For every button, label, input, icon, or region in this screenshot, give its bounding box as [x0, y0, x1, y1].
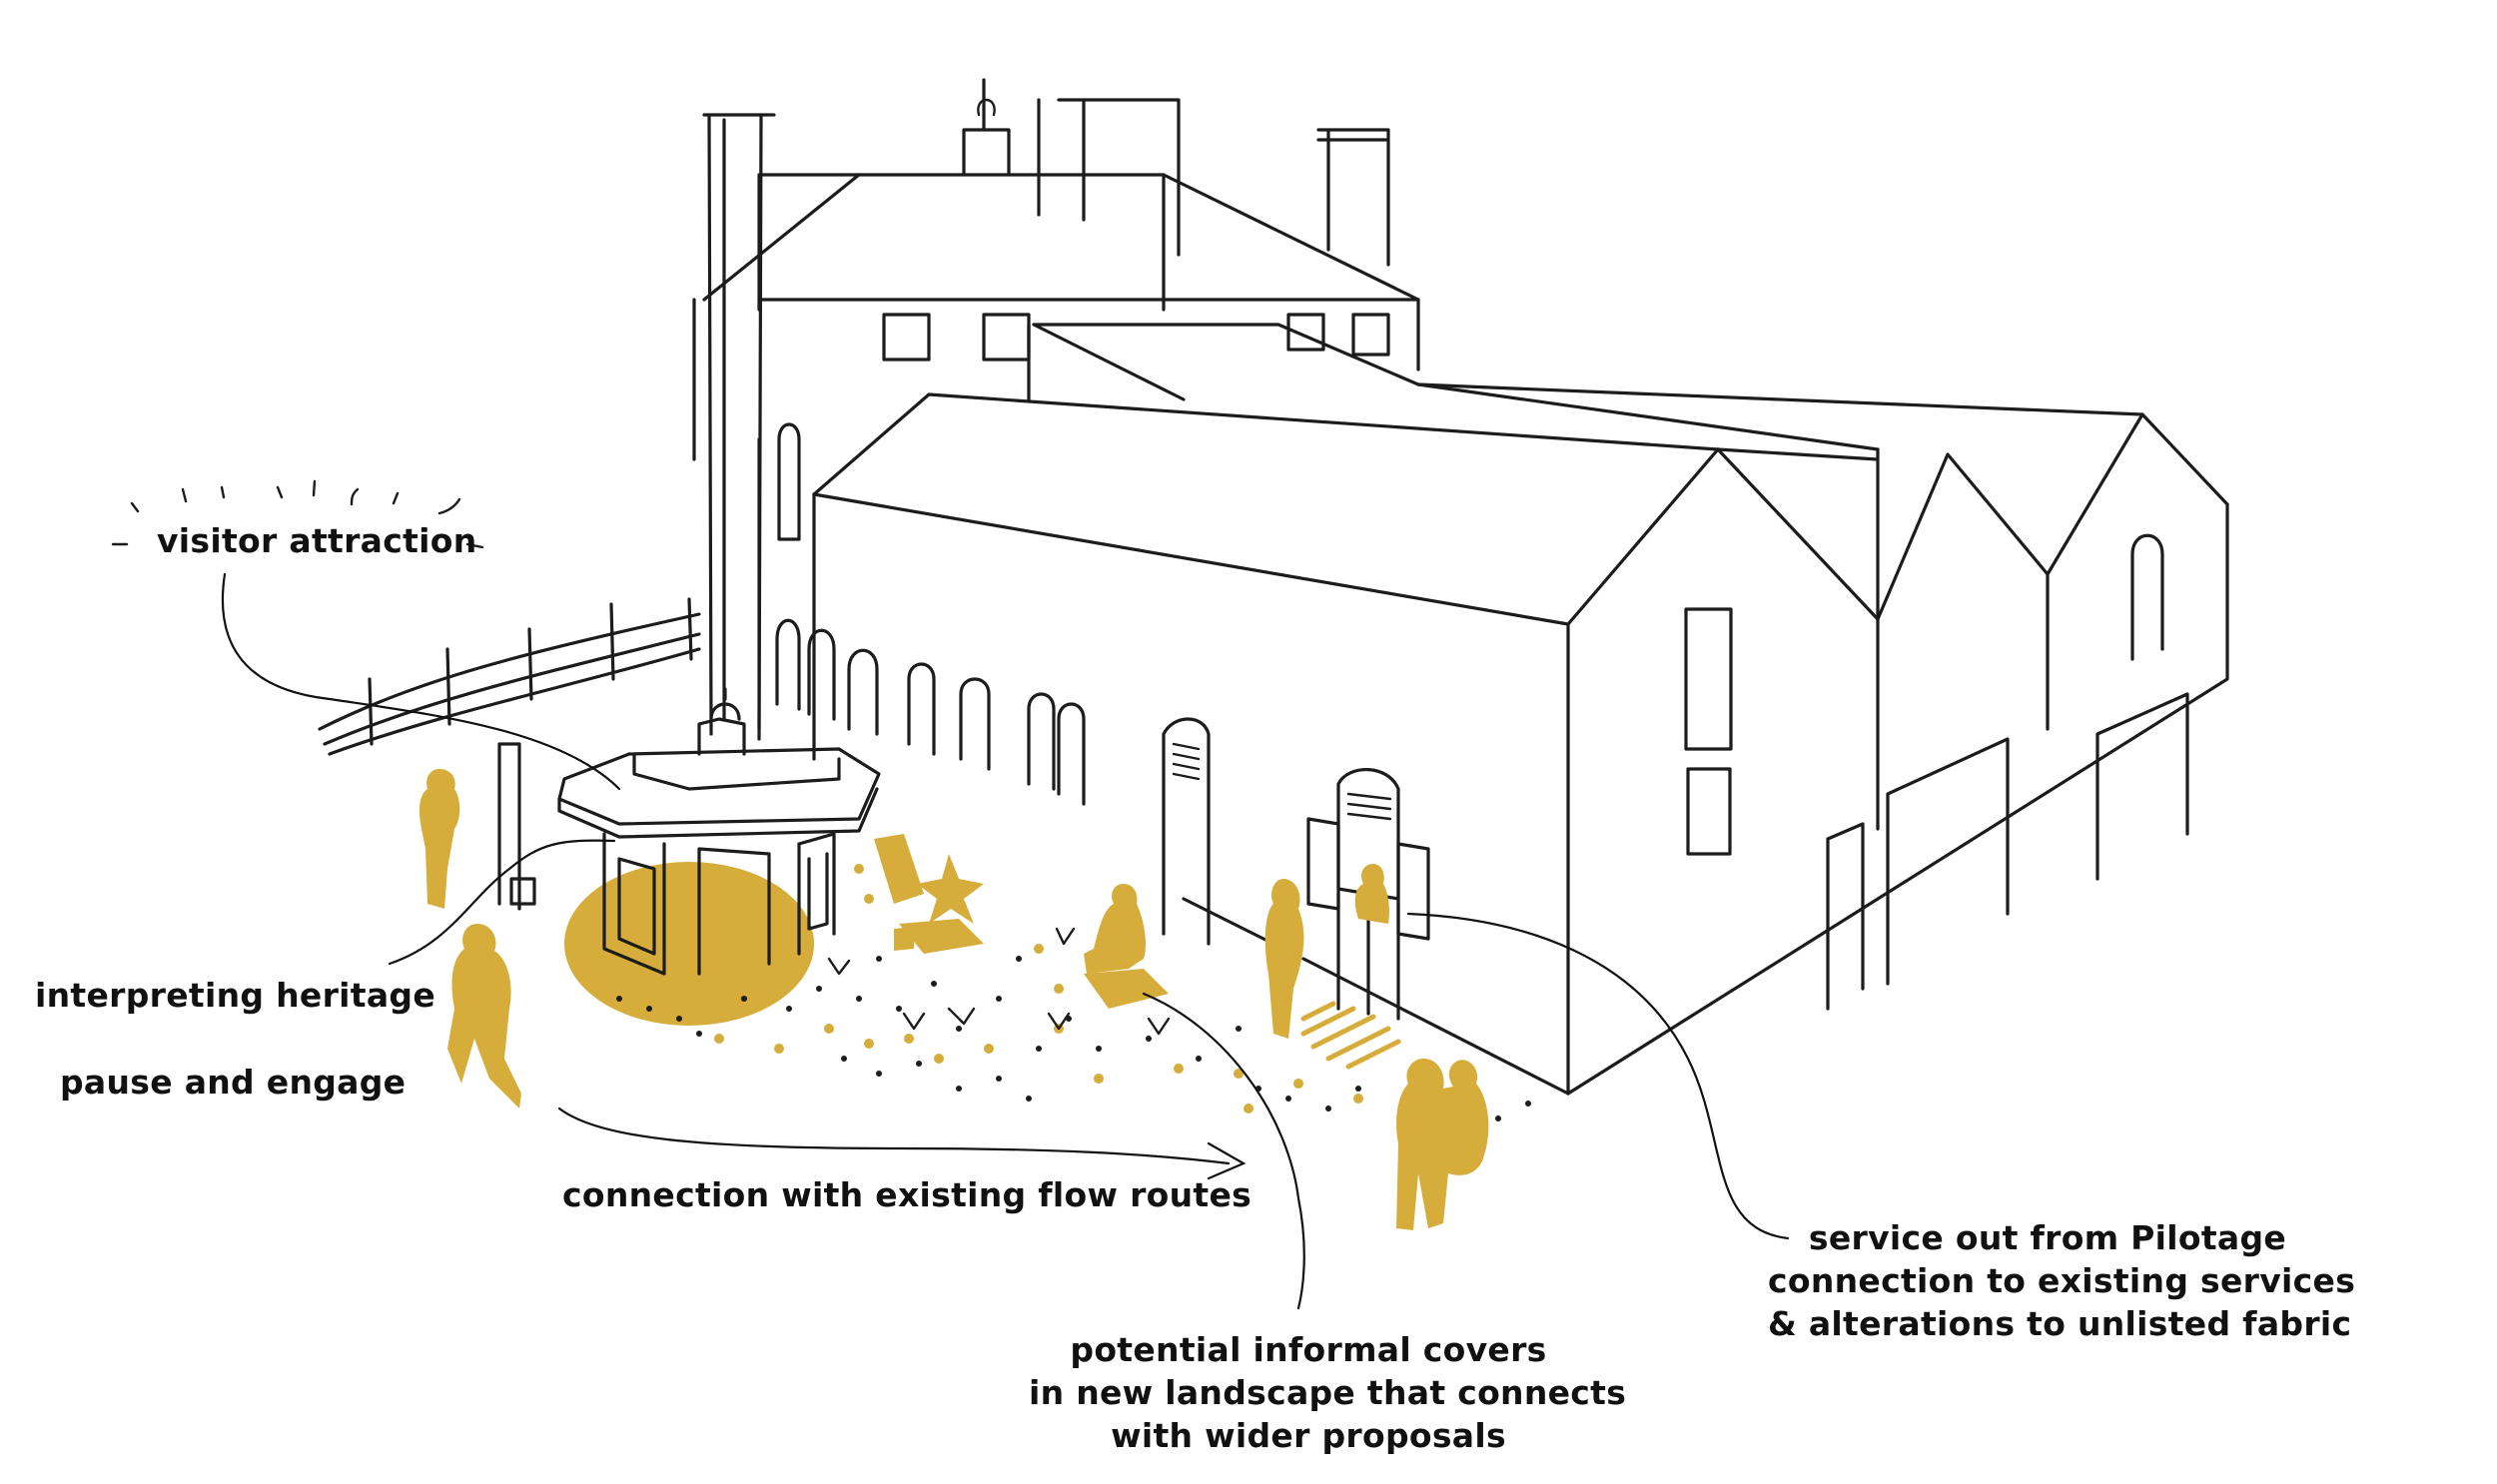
leader-visitor-attraction	[221, 572, 621, 791]
label-pause-and-engage: pause and engage	[60, 1063, 407, 1102]
leader-interpreting-heritage	[388, 839, 616, 966]
figure-by-window	[1264, 879, 1304, 1039]
star-figure-sculpture	[917, 854, 984, 924]
label-informal-covers-line2: in new landscape that connects	[1029, 1373, 1627, 1412]
leader-flow-routes	[557, 1107, 1231, 1165]
fence	[318, 597, 701, 756]
seat-block	[1084, 969, 1169, 1009]
arrow-head	[1207, 1141, 1247, 1180]
label-informal-covers-line1: potential informal covers	[1070, 1330, 1547, 1369]
figure-in-window	[1354, 864, 1389, 924]
label-connection-flow-routes: connection with existing flow routes	[562, 1175, 1252, 1214]
figures-pair	[1396, 1059, 1489, 1230]
tall-chimney	[702, 113, 776, 741]
sculpture-block-upright	[874, 834, 924, 904]
leader-service-out	[1406, 912, 1790, 1240]
leader-lines	[221, 572, 1790, 1310]
bollard	[497, 742, 521, 911]
label-service-out: service out from Pilotage connection to …	[1768, 1216, 2356, 1345]
label-service-out-line2: connection to existing services	[1768, 1261, 2356, 1300]
label-service-out-line1: service out from Pilotage	[1808, 1218, 2287, 1257]
main-building	[757, 382, 2229, 1096]
label-service-out-line3: & alterations to unlisted fabric	[1768, 1304, 2352, 1343]
ground-hatch	[1300, 1001, 1401, 1070]
label-informal-covers: potential informal covers in new landsca…	[1029, 1328, 1627, 1457]
figure-by-fence	[419, 769, 460, 909]
rear-house	[692, 78, 1420, 461]
attention-rays	[111, 479, 484, 549]
label-interpreting-heritage: interpreting heritage	[35, 976, 436, 1015]
figure-walking	[447, 924, 521, 1109]
leader-informal-covers	[1142, 992, 1305, 1310]
people-figures	[419, 769, 1489, 1230]
seat-block-left	[894, 927, 914, 951]
figure-seated	[1084, 884, 1147, 974]
sculpture-block-low	[899, 919, 984, 954]
label-informal-covers-line3: with wider proposals	[1111, 1416, 1506, 1455]
kiosk-pavilion	[557, 687, 881, 1026]
label-visitor-attraction: visitor attraction	[157, 521, 477, 560]
bin	[509, 877, 536, 906]
ground-texture	[616, 864, 1531, 1121]
